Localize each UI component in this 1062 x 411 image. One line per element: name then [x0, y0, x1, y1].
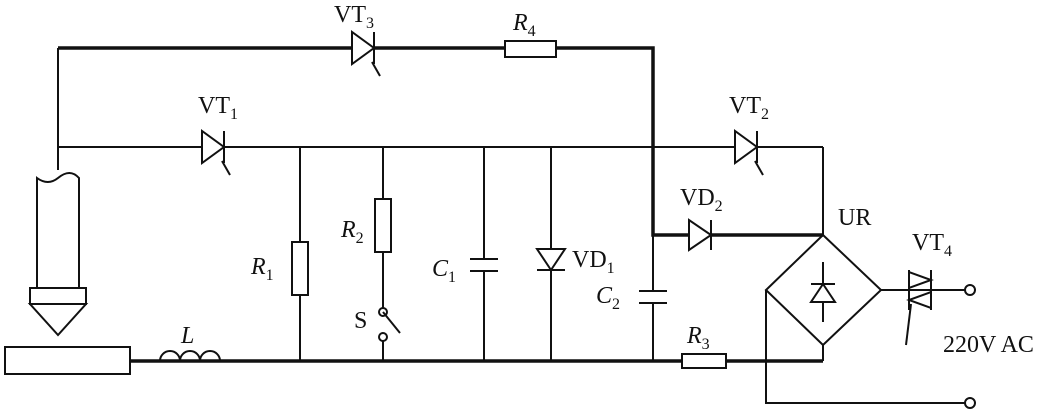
label-vt1: VT1	[198, 93, 238, 123]
switch-s	[378, 307, 401, 342]
bridge-rectifier-ur	[764, 233, 883, 361]
torch-electrode	[27, 172, 89, 337]
label-r3: R3	[686, 323, 710, 353]
resistor-r1	[291, 241, 309, 296]
resistor-r4	[504, 40, 557, 58]
label-c1: C1	[432, 256, 456, 286]
label-ur: UR	[838, 205, 871, 231]
triac-vt4	[905, 270, 934, 346]
thyristor-vt2	[734, 129, 764, 176]
workpiece	[4, 346, 131, 375]
label-vd1: VD1	[572, 247, 615, 277]
label-r1: R1	[250, 254, 274, 284]
diode-vd1	[535, 248, 567, 272]
resistor-r2	[374, 198, 392, 253]
diode-vd2	[688, 218, 713, 252]
label-vt3: VT3	[334, 2, 374, 32]
label-r2: R2	[340, 217, 364, 247]
wires	[57, 46, 970, 404]
capacitor-c2	[639, 290, 667, 304]
resistor-r3	[681, 353, 727, 369]
label-r4: R4	[512, 10, 536, 40]
thyristor-vt3	[351, 30, 381, 77]
inductor-l	[130, 350, 221, 362]
ac-terminals	[964, 284, 976, 409]
thyristor-vt1	[201, 129, 231, 176]
label-vt4: VT4	[912, 230, 952, 260]
capacitor-c1	[470, 258, 498, 272]
label-s: S	[354, 308, 367, 334]
label-vt2: VT2	[729, 93, 769, 123]
label-l: L	[180, 323, 194, 349]
label-vd2: VD2	[680, 185, 723, 215]
label-c2: C2	[596, 283, 620, 313]
label-220v-ac: 220V AC	[943, 332, 1034, 358]
